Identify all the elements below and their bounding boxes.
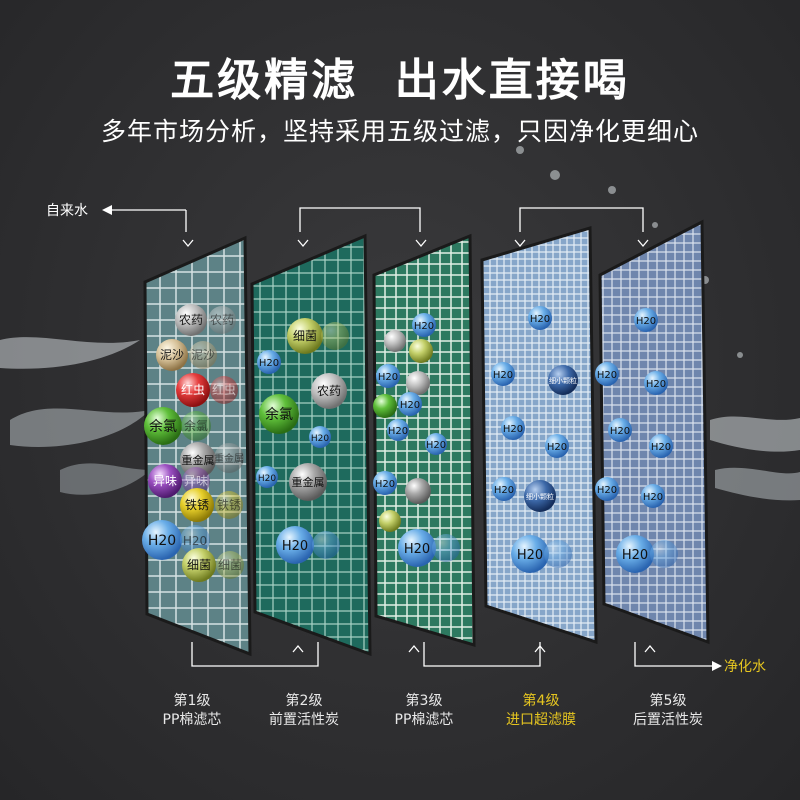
bubble-h2o-3f: H20	[375, 479, 395, 490]
bubble-red-worm: 红虫	[181, 382, 205, 397]
stage-number: 第3级	[405, 693, 443, 709]
purified-water-label: 净化水	[724, 659, 766, 675]
bubble-h2o-2d: H20	[282, 539, 308, 554]
bubble-bacteria-2: 细菌	[293, 329, 317, 343]
stage-number: 第2级	[285, 693, 323, 709]
bubble-h2o-3e: H20	[426, 440, 446, 451]
bubble-h2o-3g: H20	[404, 542, 430, 557]
stage-name: 后置活性炭	[633, 712, 703, 728]
bubble-bacteria: 细菌	[187, 558, 211, 572]
bubble-h2o-5d: H20	[610, 426, 630, 437]
stage-name: 前置活性炭	[269, 712, 339, 728]
bubble-group-panel-3: H20 H20 H20 H20 H20 H20 H20	[373, 313, 460, 567]
bubble-odor-faded: 异味	[184, 474, 208, 488]
stage-label-1: 第1级 PP棉滤芯	[132, 692, 252, 730]
bubble-h2o-faded: H20	[183, 534, 207, 548]
bubble-h2o-3c: H20	[400, 400, 420, 411]
water-splash-right	[516, 146, 800, 501]
bubble-pesticide: 农药	[179, 313, 203, 327]
bubble-h2o-5c: H20	[646, 379, 666, 390]
bubble-h2o-2a: H20	[259, 358, 279, 369]
bubble-pesticide-2: 农药	[317, 384, 341, 398]
stage-name: 进口超滤膜	[506, 712, 576, 728]
bubble-pesticide-faded: 农药	[210, 313, 234, 327]
bubble-heavy-metal-faded: 重金属	[214, 452, 244, 465]
bubble-rust: 铁锈	[185, 498, 209, 512]
bubble-h2o-3b: H20	[378, 372, 398, 383]
bubble-h2o-5f: H20	[597, 485, 617, 496]
bubble-h2o-5h: H20	[622, 548, 648, 563]
bubble-fine-particles-4b: 细小颗粒	[526, 492, 554, 501]
stage-label-3: 第3级 PP棉滤芯	[364, 692, 484, 730]
tap-water-label: 自来水	[46, 203, 88, 219]
bubble-heavy-metal: 重金属	[182, 453, 215, 467]
bubble-h2o-3a: H20	[414, 321, 434, 332]
stage-label-5: 第5级 后置活性炭	[608, 692, 728, 730]
bubble-fine-particles-4a: 细小颗粒	[549, 376, 577, 385]
headline: 五级精滤 出水直接喝	[170, 55, 630, 106]
stage-name: PP棉滤芯	[162, 712, 222, 728]
bubble-group-panel-1: 农药 农药 泥沙 泥沙 红虫 红虫 余氯 余氯 重金属 重金属 异味 异味	[142, 304, 244, 582]
bubble-h2o-4c: H20	[503, 424, 523, 435]
flow-arrows	[182, 239, 656, 653]
bubble-chlorine-2: 余氯	[265, 406, 293, 423]
bubble-h2o-4e: H20	[494, 485, 514, 496]
water-splash-left	[0, 337, 150, 495]
bubble-h2o-2c: H20	[258, 474, 276, 484]
bubble-chlorine: 余氯	[149, 418, 177, 435]
stage-number: 第5级	[649, 693, 687, 709]
filter-panel-2	[250, 233, 372, 657]
bubble-group-panel-4: H20 细小颗粒 H20 H20 H20 H20 细小颗粒 H20	[491, 306, 578, 573]
bubble-h2o-4b: H20	[493, 370, 513, 381]
bubble-h2o-5e: H20	[651, 442, 671, 453]
bubble-sediment-faded: 泥沙	[191, 348, 215, 362]
subheadline: 多年市场分析，坚持采用五级过滤，只因净化更细心	[100, 117, 699, 146]
filter-panel-3	[372, 233, 476, 648]
bubble-h2o-3d: H20	[388, 426, 408, 437]
bubble-odor: 异味	[153, 474, 177, 488]
bubble-group-panel-5: H20 H20 H20 H20 H20 H20 H20 H20	[595, 308, 678, 573]
flow-lines-top	[102, 205, 644, 232]
stage-number: 第4级	[522, 693, 560, 709]
bubble-h2o-4d: H20	[547, 442, 567, 453]
bubble-h2o: H20	[148, 533, 176, 549]
stage-number: 第1级	[173, 693, 211, 709]
stage-name: PP棉滤芯	[394, 712, 454, 728]
bubble-sediment: 泥沙	[160, 348, 184, 362]
bubble-chlorine-faded: 余氯	[184, 418, 208, 433]
stage-label-4: 第4级 进口超滤膜	[481, 692, 601, 730]
bubble-h2o-2b: H20	[311, 434, 329, 444]
filter-panel-4	[480, 225, 598, 645]
bubble-group-panel-2: 细菌 H20 农药 余氯 H20 H20 重金属 H20	[256, 318, 349, 564]
stage-label-2: 第2级 前置活性炭	[244, 692, 364, 730]
bubble-h2o-5g: H20	[643, 492, 663, 503]
bubble-h2o-4a: H20	[530, 314, 550, 325]
bubble-bacteria-faded: 细菌	[218, 558, 242, 572]
bubble-heavy-metal-2: 重金属	[292, 475, 325, 489]
bubble-h2o-5a: H20	[636, 316, 656, 327]
bubble-rust-faded: 铁锈	[217, 498, 241, 512]
bubble-h2o-5b: H20	[597, 370, 617, 381]
bubble-h2o-4f: H20	[517, 548, 543, 563]
bubble-red-worm-faded: 红虫	[212, 382, 236, 397]
flow-lines-bottom	[191, 642, 722, 671]
